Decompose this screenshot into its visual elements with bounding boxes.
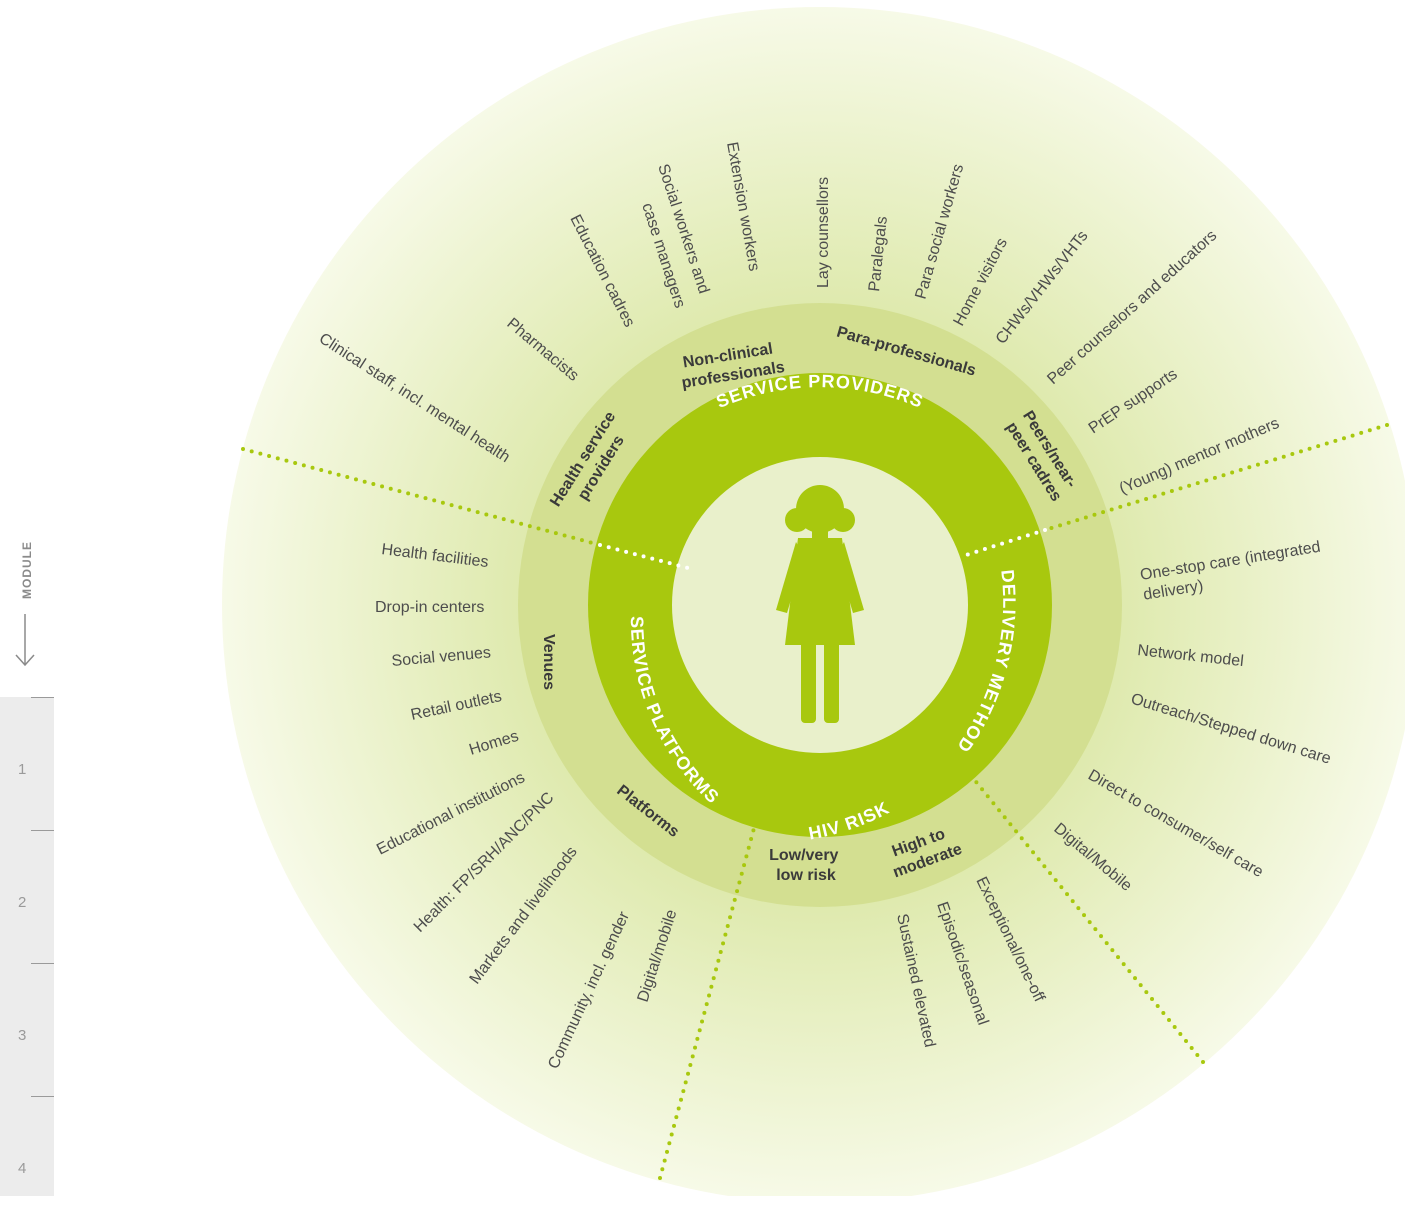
- segment-label-venues: Venues: [540, 634, 557, 690]
- divider-bottom-left: [658, 748, 777, 1180]
- arrow-down-icon: [15, 614, 35, 667]
- module-nav: 1 2 3 4: [0, 697, 54, 1196]
- module-nav-item-3[interactable]: 3: [0, 963, 54, 1096]
- module-number: 3: [18, 1027, 27, 1044]
- module-number: 2: [18, 894, 27, 911]
- module-number: 1: [18, 761, 27, 778]
- module-nav-item-2[interactable]: 2: [0, 830, 54, 963]
- service-delivery-diagram: SERVICE PROVIDERS DELIVERY METHOD HIV RI…: [222, 7, 1405, 1196]
- venue-label: Drop-in centers: [375, 599, 484, 616]
- module-sidebar: MODULE 1 2 3 4: [0, 0, 60, 1196]
- module-number: 4: [18, 1160, 27, 1177]
- divider-left: [241, 447, 602, 547]
- provider-label: Lay counsellors: [815, 177, 832, 288]
- module-nav-item-4[interactable]: 4: [0, 1096, 54, 1229]
- divider-inner-left: [598, 543, 694, 571]
- divider-bottom-right: [928, 723, 1205, 1064]
- module-nav-item-1[interactable]: 1: [0, 697, 54, 830]
- woman-figure-icon: [776, 485, 864, 723]
- divider-right: [1043, 423, 1389, 532]
- segment-label-low-risk: Low/very low risk: [769, 847, 843, 884]
